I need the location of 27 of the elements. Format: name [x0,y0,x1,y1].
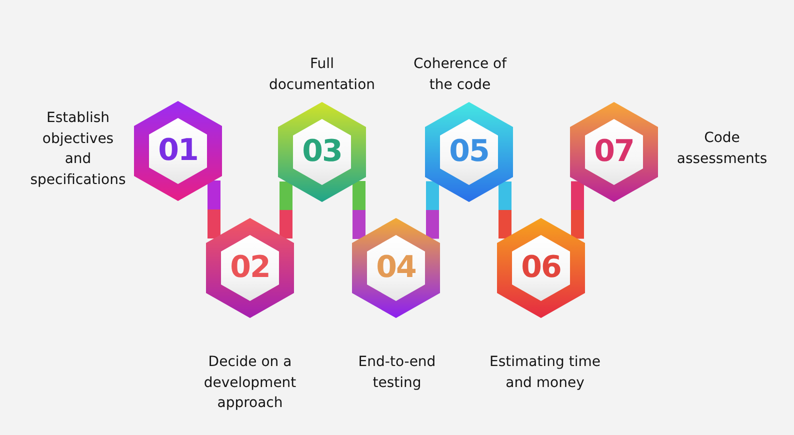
step-number: 04 [376,252,416,284]
step-hexagon [425,102,513,202]
connector [498,182,512,238]
step-description: Estimating time and money [488,353,602,392]
step-number: 06 [521,252,561,284]
step-description: Establish objectives and specifications [29,109,127,190]
step-number: 03 [302,136,342,168]
step-number: 05 [449,136,489,168]
step-hexagon [497,218,585,318]
step-hexagon [278,102,366,202]
step-hexagon [352,218,440,318]
connector [426,181,439,239]
step-hexagon [206,218,294,318]
step-number: 02 [230,252,270,284]
step-description: Code assessments [676,129,768,168]
connector [352,180,366,240]
step-description: End-to-end testing [357,353,437,392]
connector [571,181,584,239]
connector [208,180,220,238]
step-number: 07 [594,136,634,168]
step-description: Coherence of the code [412,55,508,94]
step-description: Decide on a development approach [202,353,298,413]
connector [280,182,292,238]
step-hexagon [570,102,658,202]
step-description: Full documentation [268,55,376,94]
step-hexagon [134,101,222,201]
step-number: 01 [158,135,198,167]
